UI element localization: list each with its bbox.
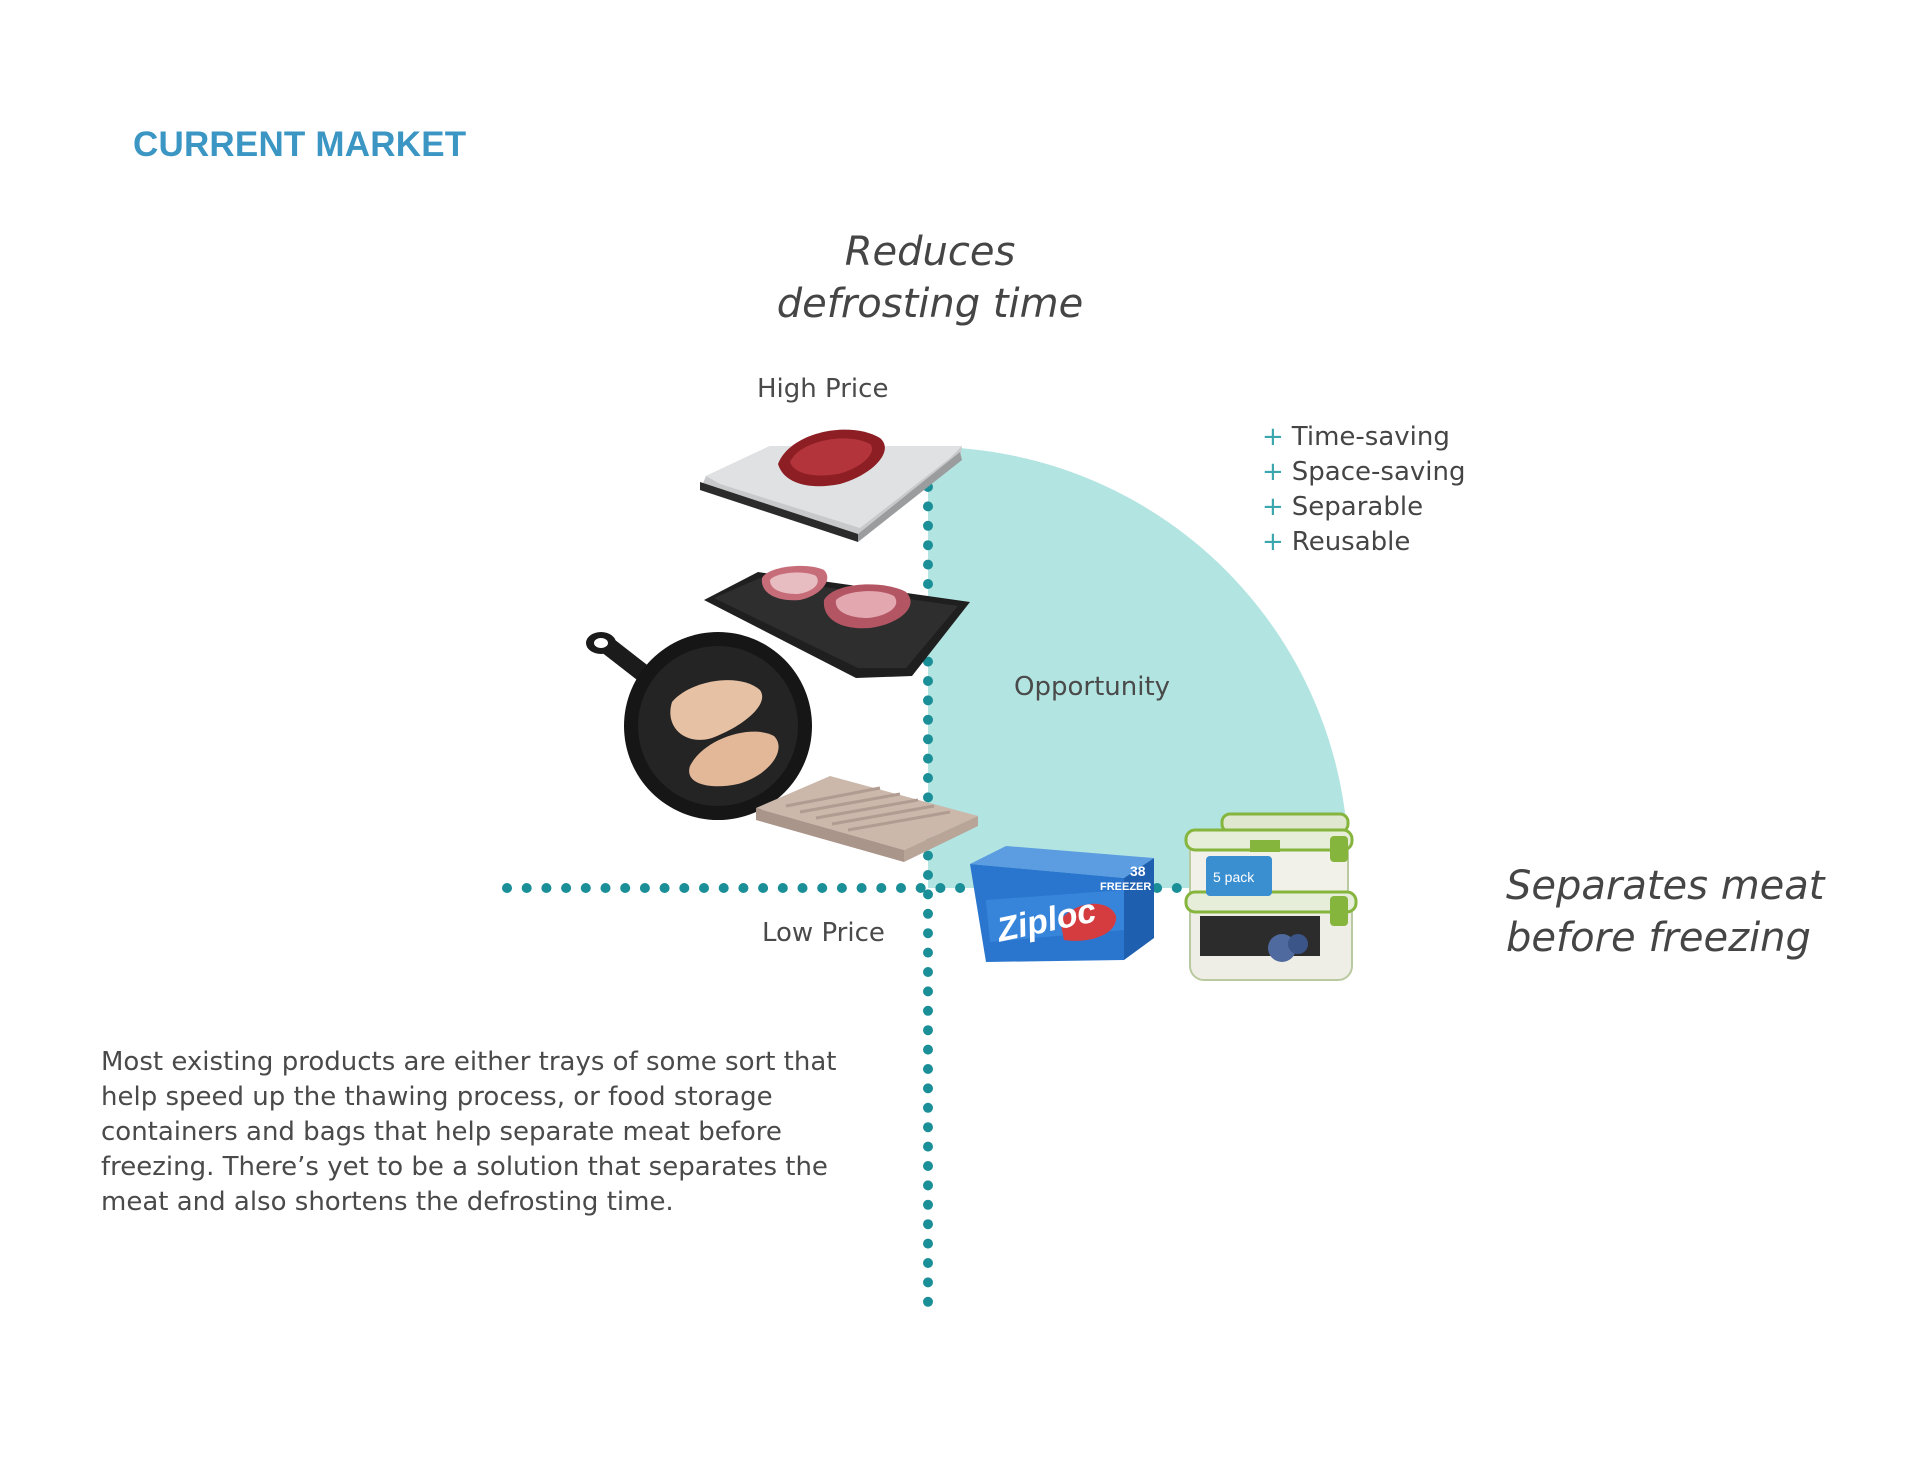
x-axis-title-line-2: before freezing bbox=[1506, 915, 1811, 961]
high-price-label: High Price bbox=[757, 374, 889, 404]
low-price-label: Low Price bbox=[762, 918, 885, 948]
y-axis-title-line-1: Reduces bbox=[844, 229, 1016, 275]
ziploc-freezer-text: FREEZER bbox=[1100, 881, 1151, 893]
plus-icon: + bbox=[1262, 492, 1284, 522]
benefit-text: Space-saving bbox=[1291, 457, 1466, 487]
opportunity-region bbox=[928, 446, 1349, 888]
benefit-item: +Time-saving bbox=[1262, 420, 1465, 455]
y-axis-title-line-2: defrosting time bbox=[776, 281, 1084, 327]
opportunity-label: Opportunity bbox=[1014, 672, 1171, 702]
plus-icon: + bbox=[1262, 527, 1284, 557]
ziploc-count-text: 38 bbox=[1130, 863, 1146, 879]
benefit-item: +Space-saving bbox=[1262, 455, 1465, 490]
storage-containers-product-image: 5 pack bbox=[1184, 812, 1358, 981]
benefit-text: Time-saving bbox=[1291, 422, 1450, 452]
x-axis-title: Separates meat before freezing bbox=[1506, 860, 1906, 964]
benefit-item: +Separable bbox=[1262, 490, 1465, 525]
y-axis-title: Reduces defrosting time bbox=[730, 226, 1130, 330]
benefits-list: +Time-saving+Space-saving+Separable+Reus… bbox=[1262, 420, 1465, 560]
aluminum-tray-product-image bbox=[700, 429, 962, 542]
plus-icon: + bbox=[1262, 422, 1284, 452]
benefit-item: +Reusable bbox=[1262, 525, 1465, 560]
skillet-product-image bbox=[586, 632, 812, 820]
page-title: CURRENT MARKET bbox=[133, 125, 467, 164]
ridged-tray-product-image bbox=[756, 776, 978, 862]
x-axis-title-line-1: Separates meat bbox=[1506, 863, 1825, 909]
ziploc-box-product-image: Ziploc 38 FREEZER bbox=[970, 846, 1154, 962]
description-paragraph: Most existing products are either trays … bbox=[101, 1047, 837, 1217]
plus-icon: + bbox=[1262, 457, 1284, 487]
containers-pack-text: 5 pack bbox=[1213, 869, 1255, 885]
black-defrost-plate-product-image bbox=[704, 565, 970, 678]
benefit-text: Reusable bbox=[1291, 527, 1411, 557]
benefit-text: Separable bbox=[1291, 492, 1424, 522]
